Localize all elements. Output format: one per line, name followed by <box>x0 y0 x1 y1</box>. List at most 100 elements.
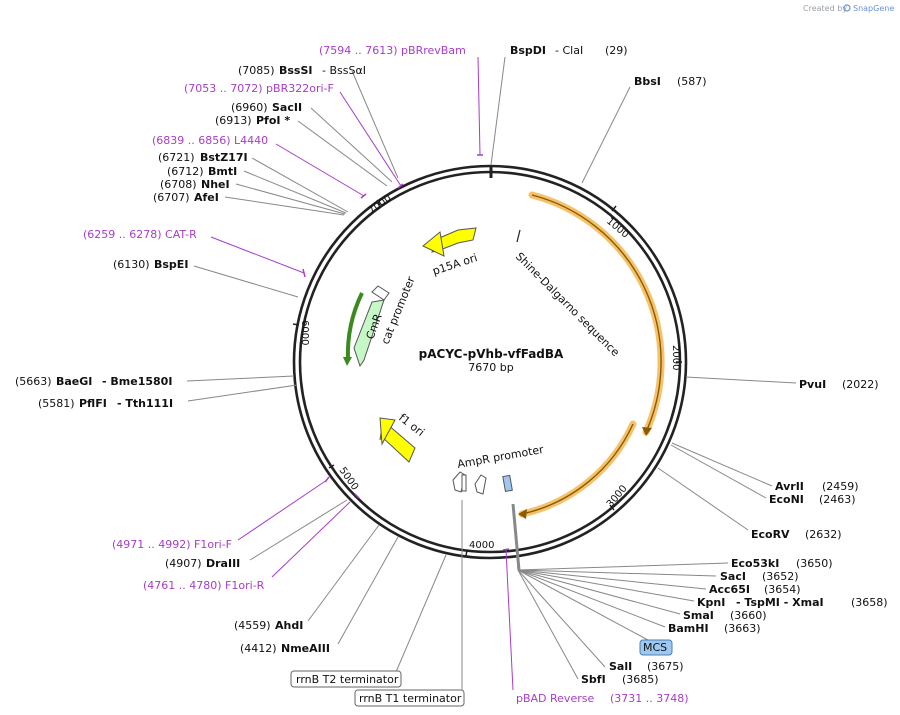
site-saci-pos: (3652) <box>762 570 799 583</box>
site-pfoi[interactable]: PfoI * <box>256 114 290 127</box>
bspdi-leader <box>490 56 506 166</box>
site-econi[interactable]: EcoNI <box>769 493 804 506</box>
site-sbfi-pos: (3685) <box>622 673 659 686</box>
snapgene-icon <box>843 4 851 12</box>
site-bamhi[interactable]: BamHI <box>668 622 709 635</box>
site-ecorv[interactable]: EcoRV <box>751 528 790 541</box>
f1-ori-feature[interactable] <box>379 417 416 463</box>
tick-6000: 6000 <box>299 320 310 345</box>
site-bspei-pos: (6130) <box>113 258 150 271</box>
site-bmti-pos: (6712) <box>167 165 204 178</box>
site-avrii-pos: (2459) <box>822 480 859 493</box>
site-econi-pos: (2463) <box>819 493 856 506</box>
site-baegi[interactable]: BaeGI <box>56 375 92 388</box>
tick-2000: 2000 <box>670 345 681 370</box>
tick-3000: 3000 <box>605 483 630 510</box>
ampr-promoter-label: AmpR promoter <box>456 443 545 471</box>
site-sali-pos: (3675) <box>647 660 684 673</box>
site-ahdi[interactable]: AhdI <box>275 619 303 632</box>
cmr-direction-arc <box>345 292 364 361</box>
site-pflfi[interactable]: PflFI <box>79 397 107 410</box>
site-bsssi[interactable]: BssSI <box>279 64 313 77</box>
bbsi-leader <box>581 86 631 184</box>
cmr-arrowhead <box>343 357 352 366</box>
mcs-block[interactable] <box>502 474 513 492</box>
site-draiii[interactable]: DraIII <box>206 557 240 570</box>
site-acc65i[interactable]: Acc65I <box>709 583 750 596</box>
site-bmti[interactable]: BmtI <box>208 165 237 178</box>
site-pflfi-pos: (5581) <box>38 397 75 410</box>
site-bsssai[interactable]: - BssSαI <box>322 64 366 77</box>
site-pfoi-pos: (6913) <box>215 114 252 127</box>
site-ecorv-pos: (2632) <box>805 528 842 541</box>
rrnb-t2-box[interactable] <box>290 670 402 688</box>
rrnb-t1-box[interactable] <box>354 689 465 707</box>
site-bspei[interactable]: BspEI <box>154 258 188 271</box>
site-eco53ki[interactable]: Eco53kI <box>731 557 779 570</box>
site-nhei[interactable]: NheI <box>201 178 230 191</box>
site-bstz17i[interactable]: BstZ17I <box>200 151 248 164</box>
primer-pbad-reverse[interactable]: pBAD Reverse <box>516 692 594 705</box>
site-bspdi[interactable]: BspDI <box>510 44 546 57</box>
rrnb-t1-label: rrnB T1 terminator <box>359 692 462 705</box>
tick-4000: 4000 <box>469 540 494 551</box>
mcs-label: MCS <box>643 641 667 654</box>
primer-pbr322ori-f[interactable]: (7053 .. 7072) pBR322ori-F <box>184 82 334 95</box>
mcs-stem <box>511 503 521 571</box>
site-ahdi-pos: (4559) <box>234 619 271 632</box>
site-bbsi-pos: (587) <box>677 75 707 88</box>
feature-arc-orange[interactable] <box>518 191 665 519</box>
site-bme1580i[interactable]: - Bme1580I <box>102 375 172 388</box>
plasmid-length: 7670 bp <box>468 361 513 374</box>
site-saci[interactable]: SacI <box>720 570 746 583</box>
site-bsssi-pos: (7085) <box>238 64 275 77</box>
site-sbfi[interactable]: SbfI <box>581 673 606 686</box>
site-pvui[interactable]: PvuI <box>799 378 826 391</box>
site-sacii[interactable]: SacII <box>272 101 302 114</box>
shine-dalgarno-label: Shine-Dalgarno sequence <box>513 250 622 359</box>
site-nhei-pos: (6708) <box>160 178 197 191</box>
mcs-badge[interactable] <box>639 639 673 656</box>
p15a-ori-label: p15A ori <box>431 251 479 278</box>
site-pvui-pos: (2022) <box>842 378 879 391</box>
primer-cat-r[interactable]: (6259 .. 6278) CAT-R <box>83 228 197 241</box>
site-afei[interactable]: AfeI <box>194 191 219 204</box>
primer-f1ori-r[interactable]: (4761 .. 4780) F1ori-R <box>143 579 265 592</box>
site-bbsi[interactable]: BbsI <box>634 75 661 88</box>
site-baegi-pos: (5663) <box>15 375 52 388</box>
ampr-promoter-feature[interactable] <box>452 471 487 495</box>
primer-pbad-reverse-pos: (3731 .. 3748) <box>610 692 689 705</box>
site-bamhi-pos: (3663) <box>724 622 761 635</box>
site-clai[interactable]: - ClaI <box>555 44 583 57</box>
cat-promoter-feature[interactable] <box>371 285 390 301</box>
rrnb-t2-label: rrnB T2 terminator <box>296 673 399 686</box>
site-smai[interactable]: SmaI <box>683 609 714 622</box>
site-nmeaiii-pos: (4412) <box>240 642 277 655</box>
site-eco53ki-pos: (3650) <box>796 557 833 570</box>
cat-promoter-label: cat promoter <box>379 274 418 346</box>
f1-ori-label: f1 ori <box>396 411 427 439</box>
primer-pbrrevbam[interactable]: (7594 .. 7613) pBRrevBam <box>319 44 466 57</box>
cmr-feature[interactable] <box>353 299 385 368</box>
mcs-leaders <box>512 503 729 680</box>
primer-f1ori-f[interactable]: (4971 .. 4992) F1ori-F <box>112 538 232 551</box>
site-tspmi-xmai[interactable]: - TspMI - XmaI <box>736 596 824 609</box>
site-acc65i-pos: (3654) <box>764 583 801 596</box>
site-kpni[interactable]: KpnI <box>697 596 725 609</box>
credit-prefix: Created by <box>803 4 847 13</box>
site-sacii-pos: (6960) <box>231 101 268 114</box>
site-kpni-pos: (3658) <box>851 596 888 609</box>
site-nmeaiii[interactable]: NmeAIII <box>281 642 330 655</box>
p15a-ori-feature[interactable] <box>422 227 477 257</box>
snapgene-logo: SnapGene <box>853 4 894 13</box>
site-smai-pos: (3660) <box>730 609 767 622</box>
primer-l4440[interactable]: (6839 .. 6856) L4440 <box>152 134 268 147</box>
tick-7000: 7000 <box>366 193 393 217</box>
site-avrii[interactable]: AvrII <box>775 480 804 493</box>
site-tth111i[interactable]: - Tth111I <box>117 397 173 410</box>
site-afei-pos: (6707) <box>153 191 190 204</box>
site-sali[interactable]: SalI <box>609 660 632 673</box>
pbrrevbam-leader <box>477 56 481 156</box>
